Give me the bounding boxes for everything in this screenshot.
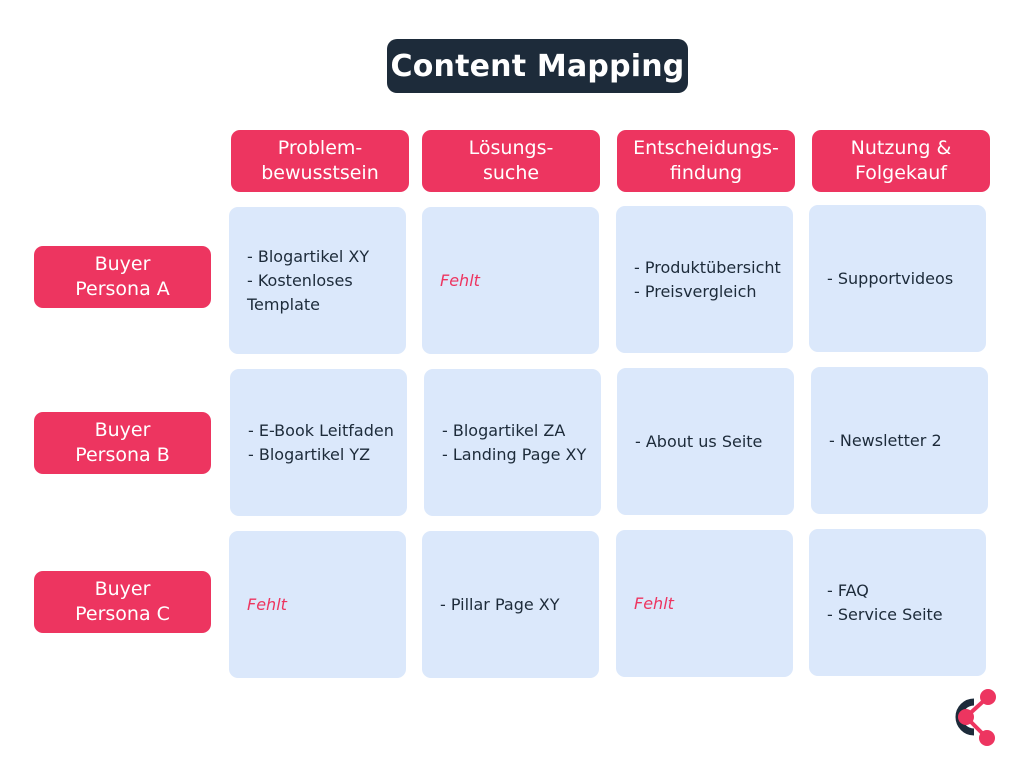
missing-content-label: Fehlt xyxy=(247,594,287,614)
persona-label-b: Buyer Persona B xyxy=(34,412,211,474)
content-item: - Preisvergleich xyxy=(634,281,757,301)
content-cell-c-usage: - FAQ - Service Seite xyxy=(809,529,986,676)
content-item: - Pillar Page XY xyxy=(440,594,560,614)
content-item: - E-Book Leitfaden xyxy=(248,420,394,440)
content-cell-c-problem: Fehlt xyxy=(229,531,406,678)
content-item: - Blogartikel XY xyxy=(247,246,370,266)
content-cell-c-solution: - Pillar Page XY xyxy=(422,531,599,678)
content-item: - Blogartikel ZA xyxy=(442,420,566,440)
stage-header-problem: Problem- bewusstsein xyxy=(231,130,409,192)
content-cell-b-problem: - E-Book Leitfaden - Blogartikel YZ xyxy=(230,369,407,516)
content-item: - Newsletter 2 xyxy=(829,430,942,450)
content-item: - About us Seite xyxy=(635,431,763,451)
stage-header-decision: Entscheidungs- findung xyxy=(617,130,795,192)
content-item: - Landing Page XY xyxy=(442,444,587,464)
content-item: - Produktübersicht xyxy=(634,257,781,277)
missing-content-label: Fehlt xyxy=(440,270,480,290)
persona-label-c: Buyer Persona C xyxy=(34,571,211,633)
stage-header-usage: Nutzung & Folgekauf xyxy=(812,130,990,192)
stage-header-solution: Lösungs- suche xyxy=(422,130,600,192)
content-item: - Supportvideos xyxy=(827,268,954,288)
content-cell-c-decision: Fehlt xyxy=(616,530,793,677)
content-item: - Blogartikel YZ xyxy=(248,444,371,464)
content-cell-b-decision: - About us Seite xyxy=(617,368,794,515)
content-item: - FAQ xyxy=(827,580,869,600)
content-cell-a-solution: Fehlt xyxy=(422,207,599,354)
content-item: - Service Seite xyxy=(827,604,943,624)
content-cell-a-usage: - Supportvideos xyxy=(809,205,986,352)
persona-label-a: Buyer Persona A xyxy=(34,246,211,308)
share-nodes-logo-icon xyxy=(955,689,996,746)
content-cell-b-usage: - Newsletter 2 xyxy=(811,367,988,514)
missing-content-label: Fehlt xyxy=(634,593,674,613)
content-cell-a-problem: - Blogartikel XY - Kostenloses Template xyxy=(229,207,406,354)
page-title: Content Mapping xyxy=(387,39,688,93)
content-cell-b-solution: - Blogartikel ZA - Landing Page XY xyxy=(424,369,601,516)
content-item: - Kostenloses Template xyxy=(247,270,353,314)
content-cell-a-decision: - Produktübersicht - Preisvergleich xyxy=(616,206,793,353)
